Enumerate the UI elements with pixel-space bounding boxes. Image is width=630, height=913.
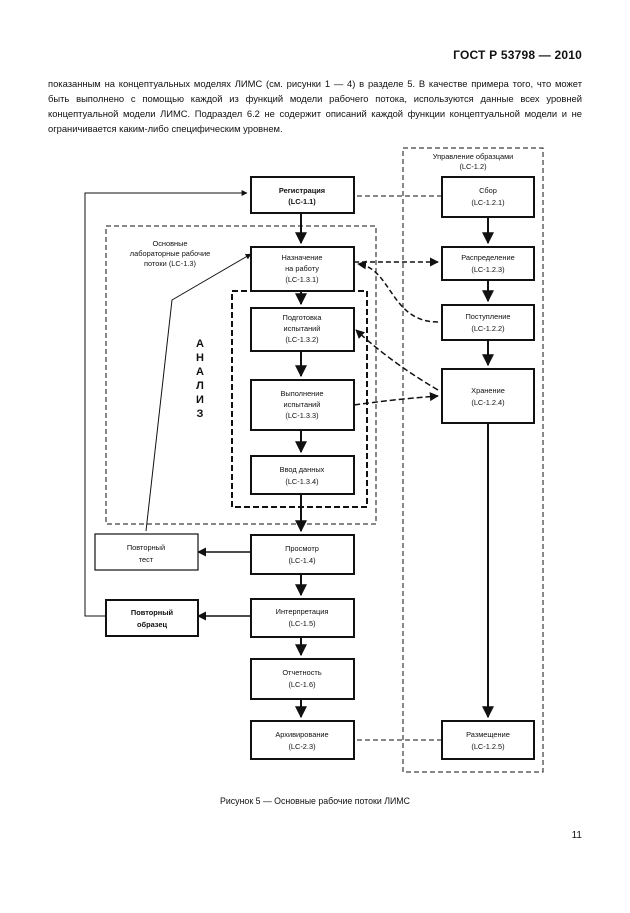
diagram-text: (LC-1.2.4) <box>471 398 504 407</box>
diagram-text: Архивирование <box>275 730 328 739</box>
box-retest: Повторный тест <box>94 533 199 571</box>
diagram-text: А <box>196 338 204 350</box>
diagram-text: Размещение <box>466 730 510 739</box>
diagram-text: Назначение <box>281 253 322 262</box>
diagram-text: (LC-1.2.3) <box>471 265 504 274</box>
diagram-text: лабораторные рабочие <box>130 249 210 258</box>
diagram-text: (LC-1.3.3) <box>285 411 318 420</box>
box-test-exec: Выполнение испытаний (LC-1.3.3) <box>250 379 355 431</box>
document-id: ГОСТ Р 53798 — 2010 <box>453 48 582 62</box>
diagram-text: на работу <box>285 264 319 273</box>
diagram-text: Распределение <box>461 253 514 262</box>
box-collection: Сбор (LC-1.2.1) <box>441 176 535 218</box>
diagram-text: испытаний <box>284 324 321 333</box>
diagram-text: Выполнение <box>280 389 323 398</box>
diagram-text: (LC-1.3.2) <box>285 335 318 344</box>
diagram-text: Регистрация <box>279 186 325 195</box>
diagram-text: Поступление <box>465 312 510 321</box>
diagram-text: Ввод данных <box>280 465 325 474</box>
diagram-text: (LC-1.2.1) <box>471 198 504 207</box>
diagram-text: Хранение <box>471 386 505 395</box>
page-number: 11 <box>571 830 582 841</box>
diagram-text: И <box>196 394 204 406</box>
diagram-text: Н <box>196 352 204 364</box>
diagram-text: испытаний <box>284 400 321 409</box>
box-receipt: Поступление (LC-1.2.2) <box>441 304 535 341</box>
diagram-text: потоки (LC-1.3) <box>144 259 196 268</box>
box-test-prep: Подготовка испытаний (LC-1.3.2) <box>250 307 355 352</box>
core-workflows-frame <box>105 225 377 525</box>
diagram-text: (LC-1.4) <box>288 556 315 565</box>
box-assignment: Назначение на работу (LC-1.3.1) <box>250 246 355 292</box>
box-reporting: Отчетность (LC-1.6) <box>250 658 355 700</box>
core-workflows-label: Основные <box>152 239 187 248</box>
diagram-text: Подготовка <box>283 313 323 322</box>
diagram-text: тест <box>139 555 154 564</box>
diagram-text: (LC-1.1) <box>288 197 316 206</box>
diagram-text: (LC-1.2.2) <box>471 324 504 333</box>
diagram-text: Повторный <box>127 543 165 552</box>
diagram-text: (LC-1.3.4) <box>285 477 318 486</box>
diagram-text: (LC-1.6) <box>288 680 315 689</box>
box-interpretation: Интерпретация (LC-1.5) <box>250 598 355 638</box>
diagram-text: (LC-1.5) <box>288 619 315 628</box>
box-storage: Хранение (LC-1.2.4) <box>441 368 535 424</box>
diagram-text: Повторный <box>131 608 174 617</box>
box-data-entry: Ввод данных (LC-1.3.4) <box>250 455 355 495</box>
box-review: Просмотр (LC-1.4) <box>250 534 355 575</box>
figure-caption: Рисунок 5 — Основные рабочие потоки ЛИМС <box>219 796 410 806</box>
diagram-text: Интерпретация <box>276 607 329 616</box>
sample-mgmt-label: Управление образцами <box>433 152 514 161</box>
diagram-text: образец <box>137 620 167 629</box>
diagram-text: (LC-1.3.1) <box>285 275 318 284</box>
box-resample: Повторный образец <box>105 599 199 637</box>
diagram-text: Л <box>196 380 204 392</box>
analysis-vertical-label: А Н А Л И З <box>196 338 204 420</box>
box-distribution: Распределение (LC-1.2.3) <box>441 246 535 281</box>
diagram-text: Отчетность <box>282 668 322 677</box>
intro-paragraph: показанным на концептуальных моделях ЛИМ… <box>48 78 582 134</box>
box-registration: Регистрация (LC-1.1) <box>250 176 355 214</box>
diagram-text: Сбор <box>479 186 497 195</box>
box-archiving: Архивирование (LC-2.3) <box>250 720 355 760</box>
diagram-text: З <box>197 408 204 420</box>
box-disposal: Размещение (LC-1.2.5) <box>441 720 535 760</box>
diagram-text: (LC-1.2) <box>459 162 486 171</box>
diagram-text: (LC-1.2.5) <box>471 742 504 751</box>
diagram-text: Просмотр <box>285 544 319 553</box>
diagram-text: (LC-2.3) <box>288 742 315 751</box>
diagram-text: А <box>196 366 204 378</box>
sample-mgmt-frame <box>402 147 544 773</box>
